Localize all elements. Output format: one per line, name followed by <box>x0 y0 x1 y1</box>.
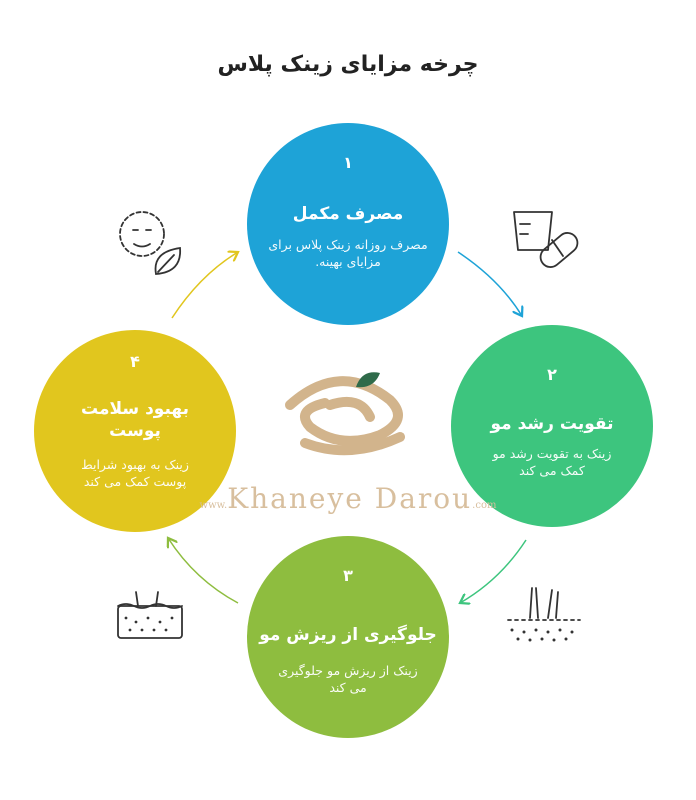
step-2-heading: تقویت رشد مو <box>490 414 614 434</box>
hair-growth-icon <box>507 587 581 642</box>
step-1-description: مصرف روزانه زینک پلاس برای مزایای بهینه. <box>268 237 428 269</box>
khaneye-darou-logo <box>285 372 405 456</box>
step-4-description: زینک به بهبود شرایط پوست کمک می کند <box>81 457 189 489</box>
step-2-circle: ۲ تقویت رشد مو زینک به تقویت رشد مو کمک … <box>451 325 653 527</box>
step-3-circle: ۳ جلوگیری از ریزش مو زینک از ریزش مو جلو… <box>247 536 449 738</box>
face-leaf-icon <box>119 211 181 275</box>
step-2-number: ۲ <box>547 365 557 384</box>
watermark-name: Khaneye Darou <box>227 482 473 515</box>
arrow-2-to-3 <box>460 539 527 603</box>
skin-layer-icon <box>117 591 183 639</box>
step-1-circle: ۱ مصرف مکمل مصرف روزانه زینک پلاس برای م… <box>247 123 449 325</box>
step-4-number: ۴ <box>130 352 140 371</box>
watermark-suffix: .com <box>472 500 497 511</box>
watermark: www.Khaneye Darou.com <box>0 482 696 515</box>
step-1-number: ۱ <box>343 153 353 172</box>
logo-leaf <box>356 372 380 388</box>
arrow-3-to-4 <box>168 538 239 604</box>
step-3-number: ۳ <box>343 566 353 585</box>
step-1-heading: مصرف مکمل <box>292 204 404 224</box>
arrow-4-to-1 <box>171 252 238 319</box>
step-4-heading: بهبود سلامت پوست <box>81 399 189 441</box>
step-4-circle: ۴ بهبود سلامت پوست زینک به بهبود شرایط پ… <box>34 330 236 532</box>
step-3-description: زینک از ریزش مو جلوگیری می کند <box>278 663 418 695</box>
step-3-heading: جلوگیری از ریزش مو <box>259 625 437 645</box>
arrow-1-to-2 <box>457 251 522 316</box>
step-2-description: زینک به تقویت رشد مو کمک می کند <box>492 446 612 478</box>
diagram-title: چرخه مزایای زینک پلاس <box>217 52 479 77</box>
supplement-icon <box>513 211 579 268</box>
watermark-prefix: www. <box>199 500 228 511</box>
